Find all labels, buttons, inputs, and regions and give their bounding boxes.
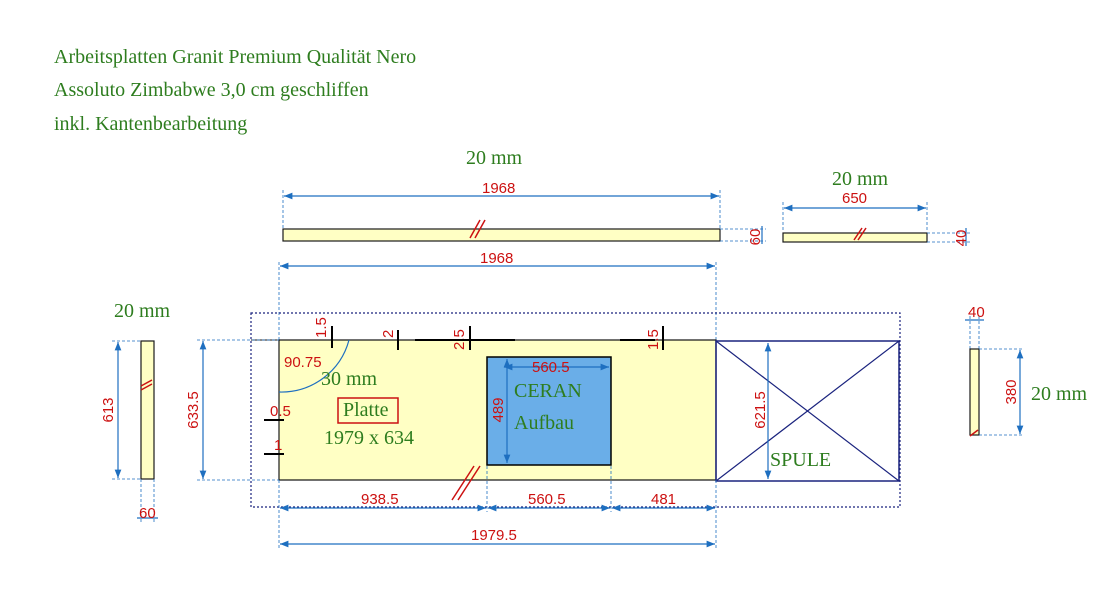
plate-outline-dotted	[250, 312, 901, 508]
plate-radius-label: 90.75	[284, 354, 322, 371]
plate-label: Platte	[343, 399, 389, 421]
header-line-3: inkl. Kantenbearbeitung	[54, 113, 247, 135]
backsplash-length-label: 1968	[482, 180, 515, 197]
backsplash-thickness-label: 20 mm	[466, 147, 523, 169]
sink-area	[715, 340, 900, 482]
left-strip-group: 20 mm 613 60	[100, 300, 171, 522]
left-strip-length-label: 613	[100, 397, 117, 422]
left-strip-width-label: 60	[139, 505, 156, 522]
sink-label: SPULE	[770, 449, 831, 471]
header-line-1: Arbeitsplatten Granit Premium Qualität N…	[54, 46, 416, 68]
right-strip-thickness-label: 20 mm	[1031, 383, 1088, 405]
header-line-2: Assoluto Zimbabwe 3,0 cm geschliffen	[54, 79, 369, 101]
cutout-name-1: CERAN	[514, 380, 582, 402]
small-dim-2: 2	[380, 330, 397, 338]
cutout-name-2: Aufbau	[514, 412, 574, 434]
bottom-dim-cutout: 560.5	[528, 491, 566, 508]
plate-depth-label: 633.5	[185, 391, 202, 429]
bottom-dim-right: 481	[651, 491, 676, 508]
cutout-height-label: 489	[490, 397, 507, 422]
backsplash-slab	[282, 228, 721, 242]
bottom-dim-left: 938.5	[361, 491, 399, 508]
left-strip-slab	[140, 340, 155, 480]
plate-top-length-label: 1968	[480, 250, 513, 267]
right-strip-width-label: 40	[968, 304, 985, 321]
small-dim-1: 1.5	[313, 317, 330, 338]
side-piece: 20 mm 650 40	[782, 168, 970, 247]
plate-label-box	[337, 397, 399, 424]
cutout-width-label: 560.5	[532, 359, 570, 376]
side-height-label: 40	[953, 230, 970, 247]
small-dim-6: 1	[274, 437, 282, 454]
plate-size-label: 1979 x 634	[324, 427, 414, 449]
backsplash-height-label: 60	[747, 229, 764, 246]
left-strip-thickness-label: 20 mm	[114, 300, 171, 322]
plate-thickness-label: 30 mm	[321, 368, 378, 390]
main-plate-group: 1968 90.75 1.5 2 2.5 1.5 0.5 1 30 mm Pla…	[185, 250, 901, 548]
right-strip-group: 40 380 20 mm	[965, 304, 1088, 437]
side-length-label: 650	[842, 190, 867, 207]
right-strip-length-label: 380	[1003, 379, 1020, 404]
right-strip-slab	[969, 348, 980, 436]
side-thickness-label: 20 mm	[832, 168, 889, 190]
bottom-dim-total: 1979.5	[471, 527, 517, 544]
sink-depth-label: 621.5	[752, 391, 769, 429]
small-dim-4: 1.5	[645, 329, 662, 350]
small-dim-5: 0.5	[270, 403, 291, 420]
backsplash-piece: 20 mm 1968 60	[282, 147, 766, 246]
